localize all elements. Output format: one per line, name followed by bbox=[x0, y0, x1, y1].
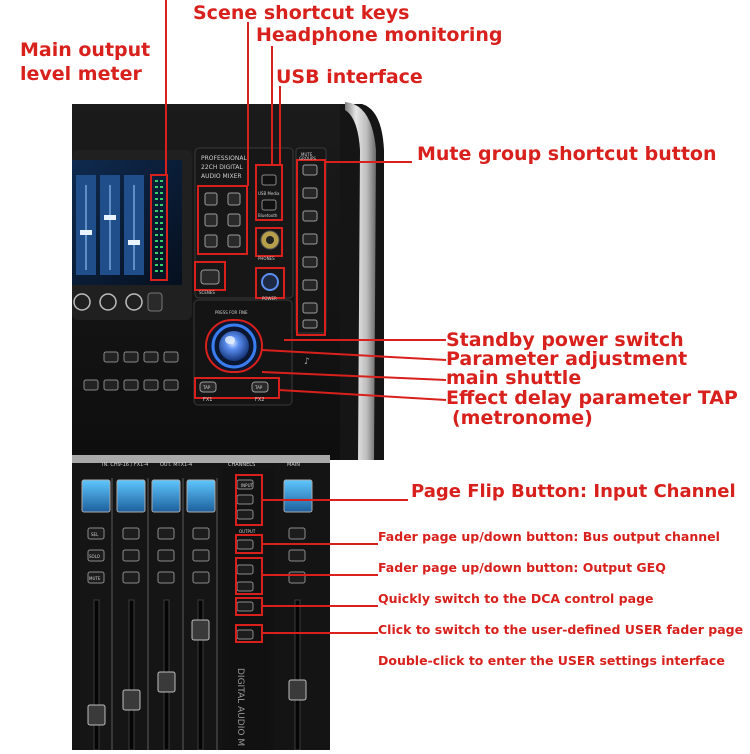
fx2-label: FX2 bbox=[255, 397, 264, 403]
callout-user-page: Click to switch to the user-defined USER… bbox=[378, 622, 744, 637]
usb-label: USB Media bbox=[258, 191, 280, 196]
brand-text-1: PROFESSIONAL bbox=[201, 155, 247, 162]
output-label: OUTPUT bbox=[239, 529, 256, 534]
channel-header: IN. CH9-16 / FX1-4 bbox=[102, 462, 148, 468]
sel-label: SEL bbox=[91, 532, 99, 537]
callout-headphone: Headphone monitoring bbox=[256, 24, 503, 46]
scenes-label: SCENES bbox=[199, 290, 215, 295]
callout-page-flip: Page Flip Button: Input Channel bbox=[411, 481, 736, 502]
callout-parameter: Parameter adjustment bbox=[446, 348, 688, 370]
callout-standby: Standby power switch bbox=[446, 329, 684, 351]
callout-geq-page: Fader page up/down button: Output GEQ bbox=[378, 560, 666, 575]
brand-text-2: 22CH DIGITAL bbox=[201, 164, 243, 171]
callout-metronome: (metronome) bbox=[452, 407, 593, 429]
main-header: MAIN bbox=[287, 462, 300, 468]
phones-label: PHONES bbox=[258, 256, 275, 261]
mute-title-2: GROUPS bbox=[299, 156, 316, 161]
callout-mute-group: Mute group shortcut button bbox=[417, 143, 717, 165]
channels-header: CHANNELS bbox=[228, 462, 255, 468]
press-fine-label: PRESS FOR FINE bbox=[215, 310, 248, 315]
mute-title: MUTE bbox=[301, 152, 313, 157]
callout-usb: USB interface bbox=[276, 66, 423, 88]
digital-label: DIGITAL AUDIO M bbox=[235, 668, 245, 746]
callout-user-settings: Double-click to enter the USER settings … bbox=[378, 653, 725, 668]
callout-shuttle: main shuttle bbox=[446, 367, 582, 389]
input-label: INPUT bbox=[241, 483, 254, 488]
svg-text:♪: ♪ bbox=[304, 357, 310, 367]
out-header: OUT. MTX1-4 bbox=[160, 462, 192, 468]
callout-dca: Quickly switch to the DCA control page bbox=[378, 591, 654, 606]
brand-text-3: AUDIO MIXER bbox=[201, 173, 242, 180]
callout-bus-page: Fader page up/down button: Bus output ch… bbox=[378, 529, 720, 544]
solo-label: SOLO bbox=[89, 554, 100, 559]
mute-label: MUTE bbox=[89, 576, 101, 581]
callout-tap: Effect delay parameter TAP bbox=[446, 387, 738, 409]
callout-scene-keys: Scene shortcut keys bbox=[193, 2, 410, 24]
bt-label: Bluetooth bbox=[258, 213, 278, 218]
fx1-label: FX1 bbox=[203, 397, 212, 403]
callout-main-meter: Main output level meter bbox=[20, 39, 151, 85]
tap-label-1: TAP bbox=[202, 385, 211, 390]
tap-label-2: TAP bbox=[254, 385, 263, 390]
power-label: POWER bbox=[262, 296, 277, 301]
